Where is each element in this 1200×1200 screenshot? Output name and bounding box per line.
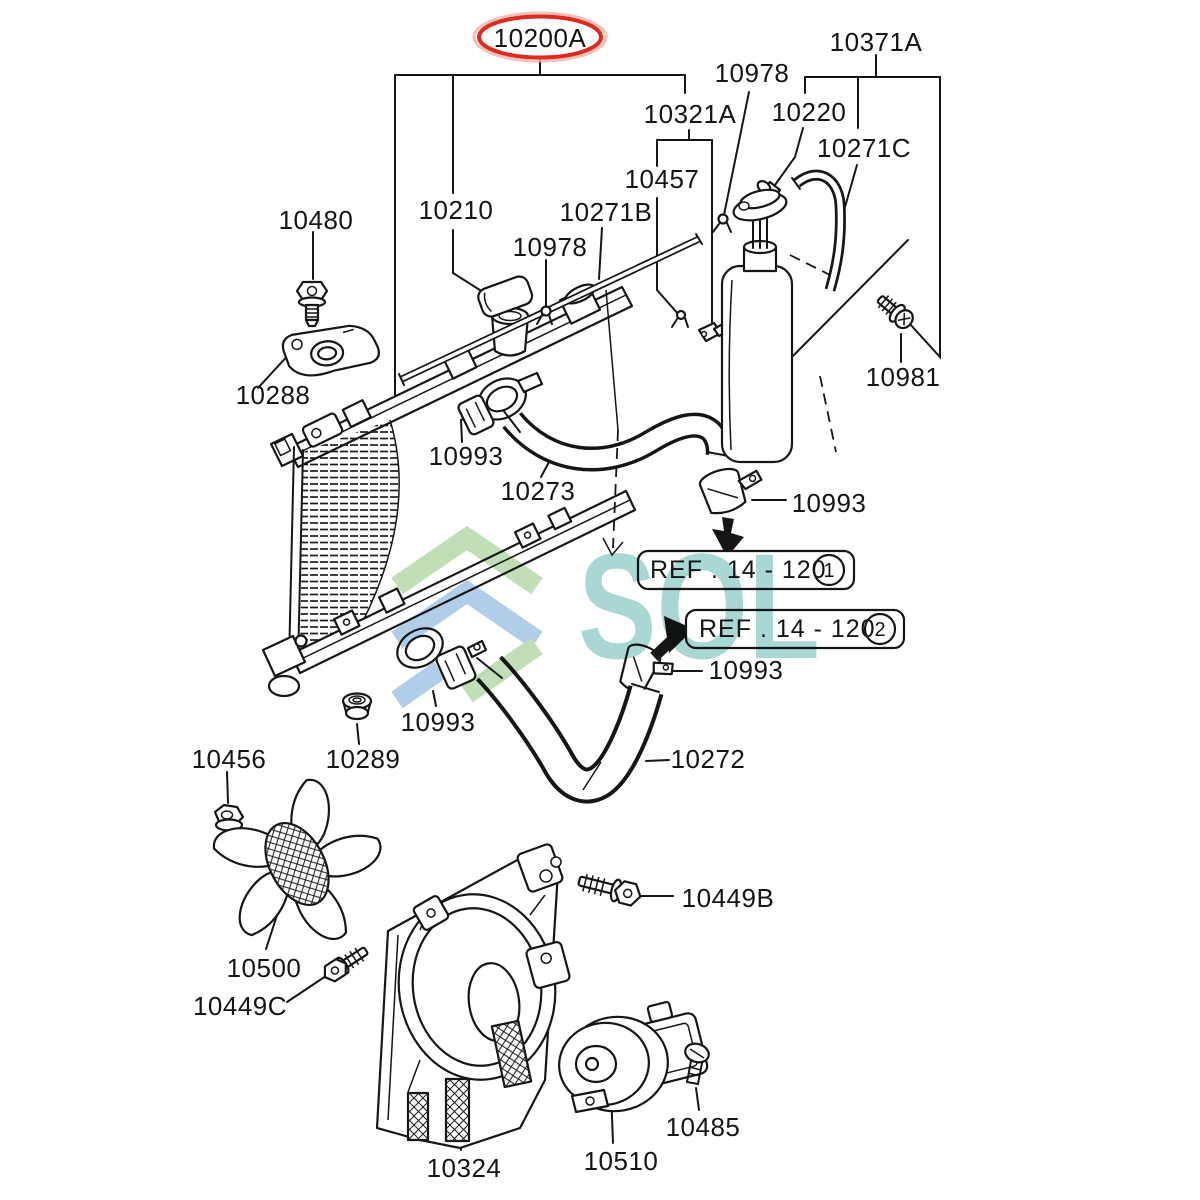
part-label-10993-15: 10993	[792, 488, 867, 518]
pointer-line	[786, 239, 909, 363]
part-label-10273-13: 10273	[501, 476, 576, 506]
arrow-down-icon	[712, 517, 744, 557]
part-label-10457-6: 10457	[625, 164, 700, 194]
ref-note-2-text: REF . 14 - 120	[699, 615, 876, 643]
part-label-10449B-23: 10449B	[682, 883, 775, 913]
part-label-10981-14: 10981	[866, 362, 941, 392]
drain-grommet	[341, 692, 373, 721]
fan-motor	[558, 1000, 709, 1114]
tube-clip-left	[536, 305, 553, 325]
part-label-10500-21: 10500	[227, 953, 302, 983]
part-label-10220-4: 10220	[772, 97, 847, 127]
part-label-10371A-1: 10371A	[830, 27, 923, 57]
part-label-10510-25: 10510	[584, 1146, 659, 1176]
upper-hose	[502, 409, 731, 472]
ref-note-1-box	[636, 549, 856, 591]
shroud-bolt-lower	[323, 946, 369, 983]
flow-arrows	[650, 517, 744, 661]
ref-note-1-text: REF . 14 - 120	[650, 556, 827, 584]
part-label-10449C-22: 10449C	[193, 991, 287, 1021]
hose-clamp-upper	[457, 371, 544, 436]
cooling-fan	[212, 778, 382, 941]
hose-clamp-lower	[396, 627, 488, 690]
sol-watermark: SOL	[391, 522, 820, 709]
reservoir-hose	[791, 169, 846, 292]
hose-clamp-right	[698, 467, 763, 515]
ref-note-1-circle	[812, 553, 846, 587]
ref-note-1: REF . 14 - 120 1	[636, 549, 856, 591]
fan-shroud	[375, 843, 571, 1150]
part-label-10978-2: 10978	[715, 58, 790, 88]
ref-note-2-circle	[863, 612, 897, 646]
part-label-10200A-0: 10200A	[494, 23, 587, 53]
fan-nut	[213, 803, 245, 832]
part-label-10456-19: 10456	[192, 744, 267, 774]
clip-pin	[671, 309, 689, 328]
part-label-10324-24: 10324	[427, 1153, 502, 1183]
part-label-10271C-5: 10271C	[817, 133, 911, 163]
reservoir-tank	[720, 239, 794, 464]
radiator-core-fins	[300, 420, 400, 660]
motor-screw	[684, 1042, 710, 1085]
part-label-10978-10: 10978	[513, 232, 588, 262]
sol-logo-icon	[391, 525, 543, 709]
ref-note-2-box	[684, 608, 906, 650]
reference-dash-lines	[602, 254, 837, 557]
part-label-10210-8: 10210	[419, 195, 494, 225]
parts-layer	[212, 169, 914, 1150]
ref-note-2: REF . 14 - 120 2	[684, 608, 906, 650]
part-label-10272-20: 10272	[671, 744, 746, 774]
reservoir-bolt	[876, 295, 914, 330]
watermark-text: SOL	[578, 522, 820, 690]
ref-note-1-number: 1	[823, 560, 834, 582]
bracket-bolt	[295, 280, 329, 328]
part-label-10993-17: 10993	[401, 707, 476, 737]
shroud-bolt-upper	[577, 873, 642, 907]
part-label-10993-12: 10993	[429, 441, 504, 471]
part-label-10289-18: 10289	[326, 744, 401, 774]
part-label-10993-16: 10993	[709, 655, 784, 685]
radiator-assembly	[261, 283, 637, 698]
part-label-10480-9: 10480	[279, 205, 354, 235]
leader-lines	[226, 54, 941, 1151]
radiator-cap	[477, 275, 534, 318]
part-label-10485-26: 10485	[666, 1112, 741, 1142]
tube-clip-right	[712, 213, 732, 233]
reservoir-cap	[732, 179, 788, 249]
ref-note-2-number: 2	[874, 619, 885, 641]
part-label-10271B-7: 10271B	[560, 197, 653, 227]
arrow-up-right-icon	[650, 616, 694, 661]
part-label-10288-11: 10288	[236, 380, 311, 410]
lower-hose	[475, 655, 664, 804]
part-label-10321A-3: 10321A	[644, 99, 737, 129]
mounting-bracket	[281, 324, 380, 377]
highlight-ellipse	[472, 11, 608, 63]
